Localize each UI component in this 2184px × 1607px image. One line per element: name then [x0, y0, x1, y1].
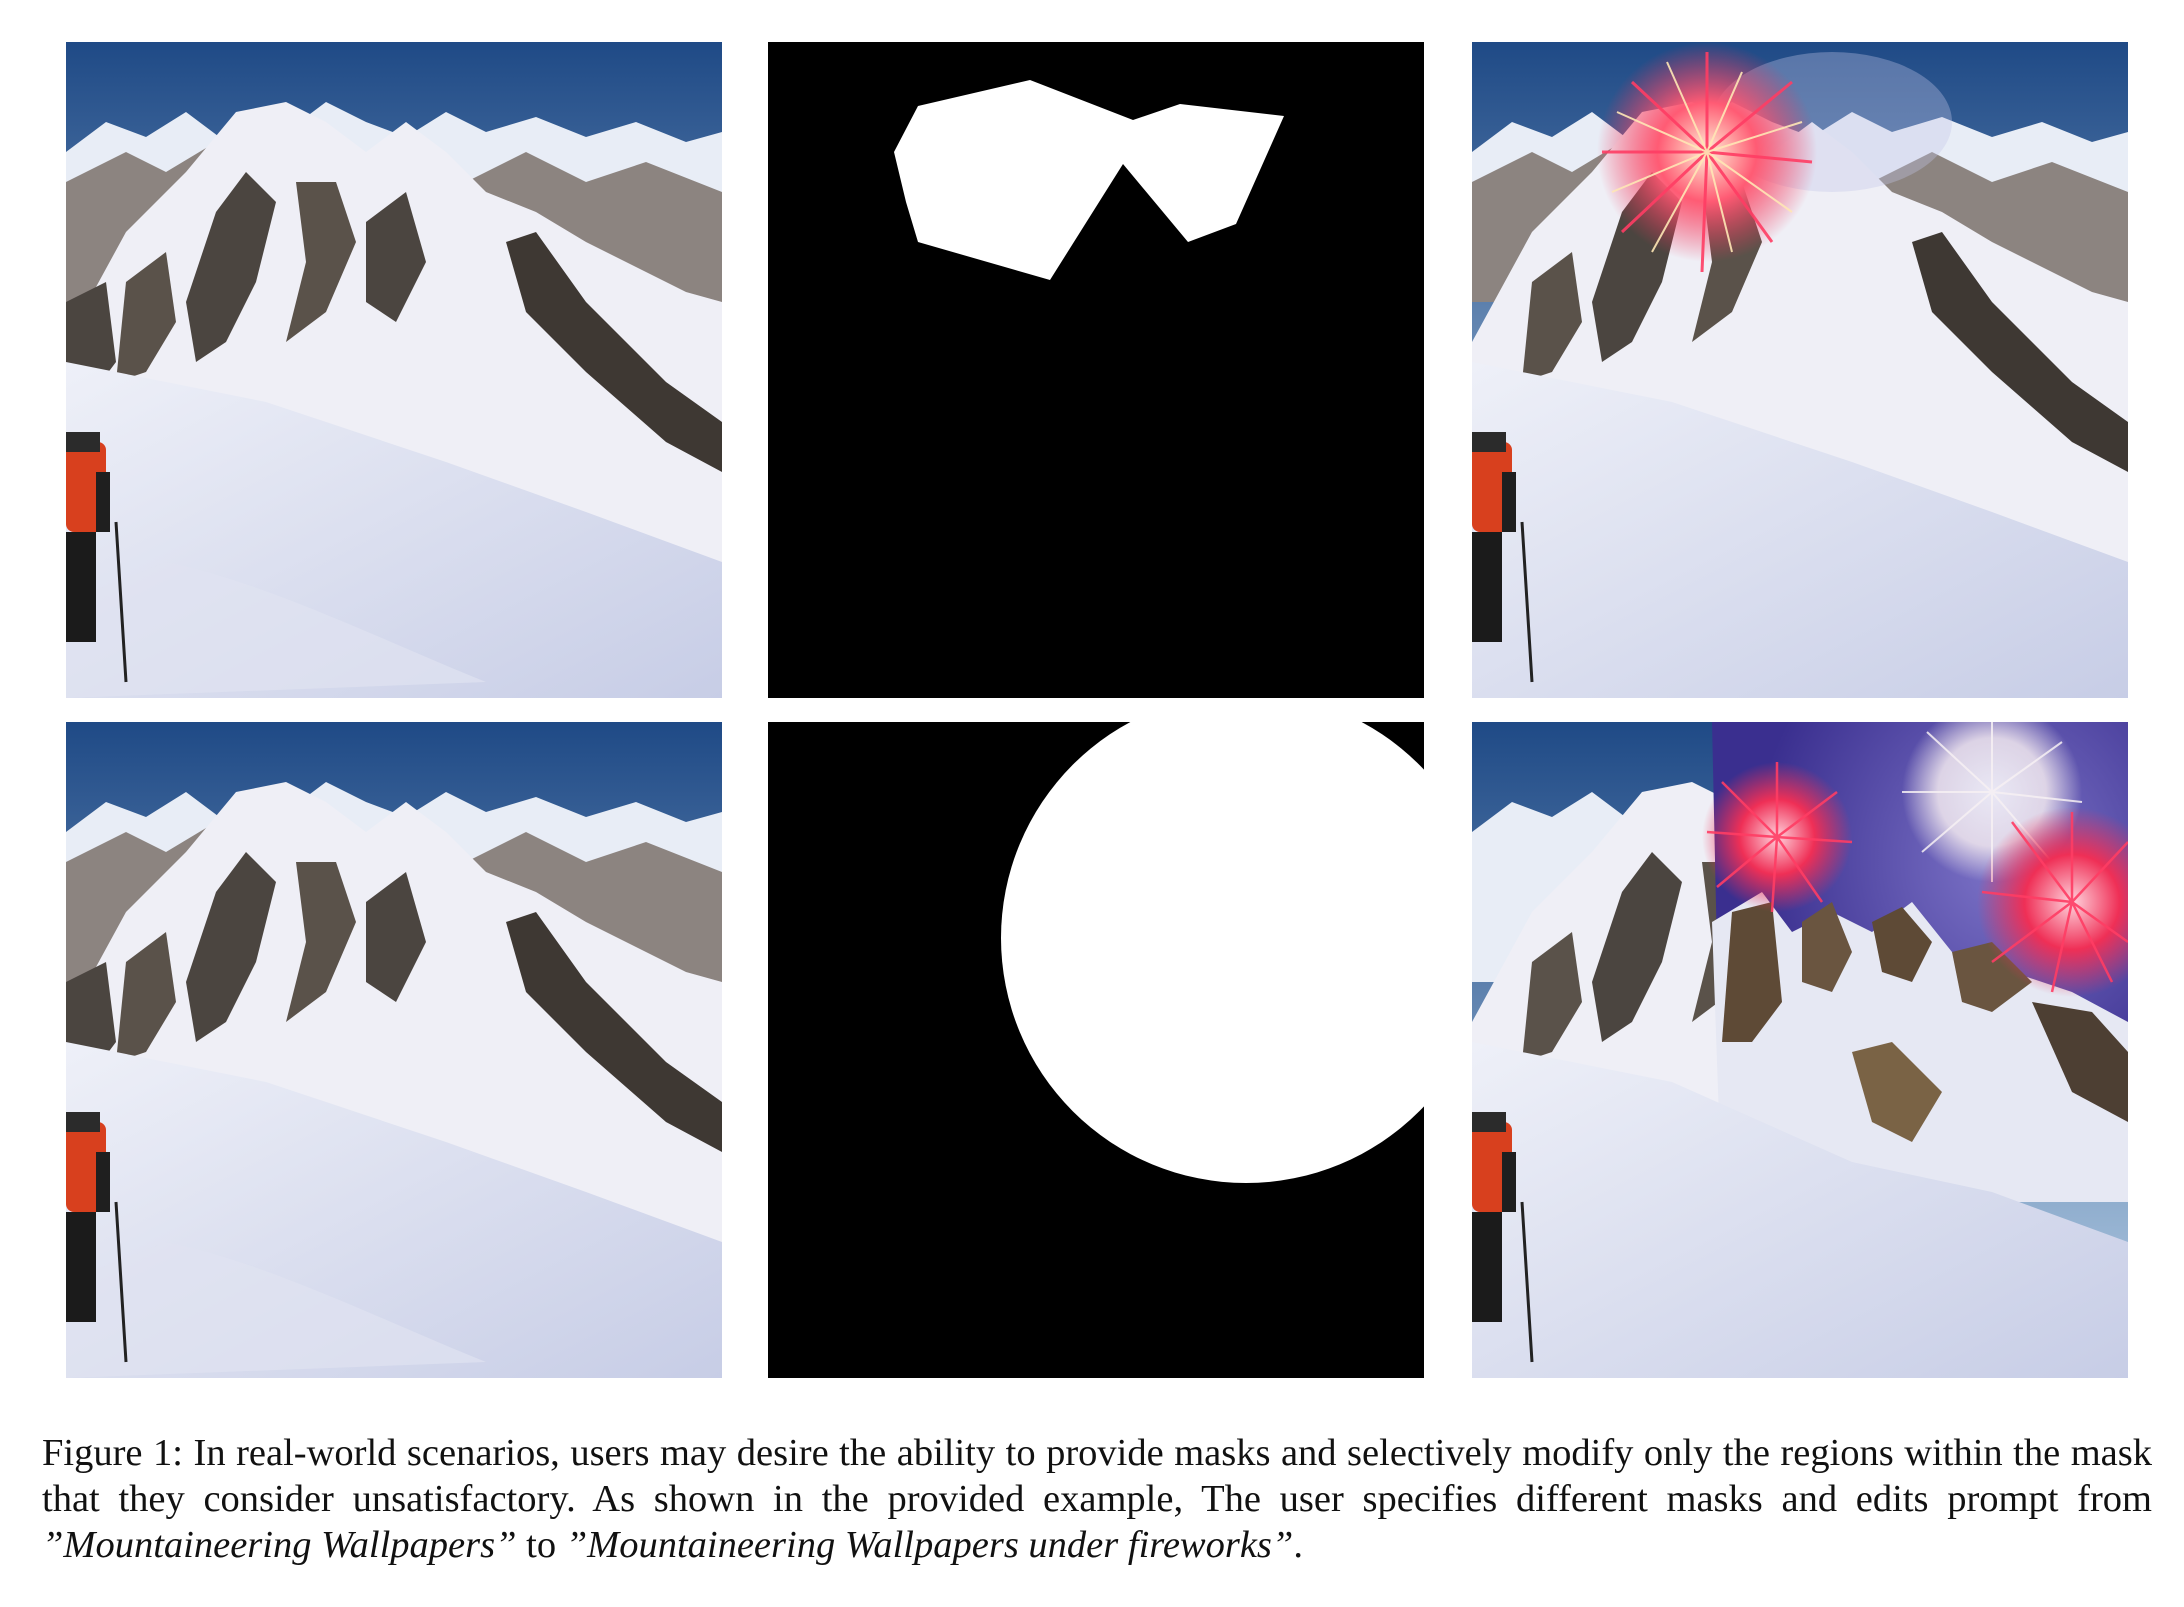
original-image-1: [66, 42, 722, 698]
circle-mask: [768, 722, 1424, 1378]
climber: [1472, 432, 1534, 683]
figure-label: Figure 1:: [42, 1432, 183, 1474]
prompt-from: ”Mountaineering Wallpapers”: [42, 1524, 517, 1566]
original-image-2: [66, 722, 722, 1378]
mask-1: [768, 42, 1424, 698]
climber: [1472, 1112, 1534, 1363]
edited-image-1: [1472, 42, 2128, 698]
caption-text-3: .: [1293, 1524, 1303, 1566]
mask-2: [768, 722, 1424, 1378]
mountain-photo-1: [66, 42, 722, 698]
mountain-photo-2: [66, 722, 722, 1378]
climber: [66, 1112, 128, 1363]
firework-burst: [1597, 42, 1817, 273]
polygon-mask: [768, 42, 1424, 698]
mountain-fireworks-photo-1: [1472, 42, 2128, 698]
figure-grid: [66, 42, 2128, 1378]
climber: [66, 432, 128, 683]
prompt-to: ”Mountaineering Wallpapers under firewor…: [565, 1524, 1294, 1566]
mountain-fireworks-photo-2: [1472, 722, 2128, 1378]
figure-caption: Figure 1: In real-world scenarios, users…: [42, 1430, 2152, 1568]
caption-text-2: to: [516, 1524, 566, 1566]
edited-image-2: [1472, 722, 2128, 1378]
firework-burst-red-left: [1702, 762, 1853, 913]
caption-text-1: In real-world scenarios, users may desir…: [42, 1432, 2152, 1520]
firework-burst-red-right: [1977, 807, 2128, 997]
